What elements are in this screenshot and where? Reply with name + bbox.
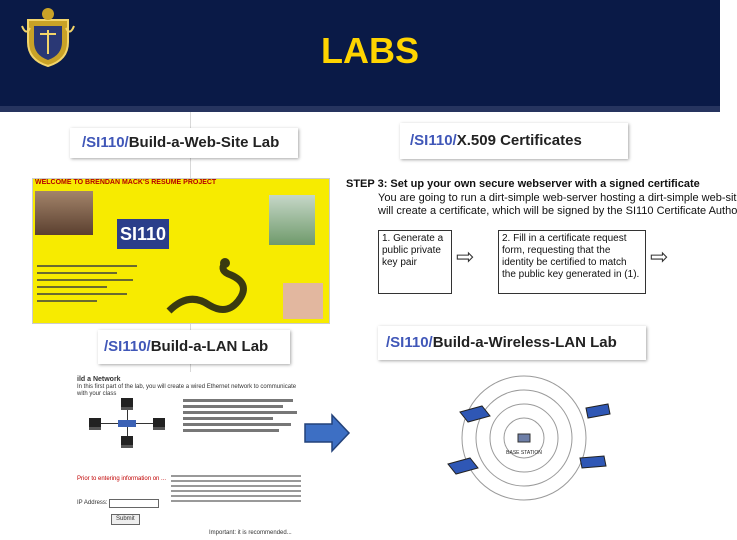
lab-name: Build-a-Web-Site Lab xyxy=(128,134,280,151)
lab-name: X.509 Certificates xyxy=(456,132,582,149)
website-text-lines xyxy=(37,265,147,307)
lab-prefix: /SI110/ xyxy=(82,134,129,151)
computer-icon xyxy=(89,418,101,430)
lan-bottom-note: Important: it is recommended... xyxy=(209,530,292,536)
computer-icon xyxy=(153,418,165,430)
header-band xyxy=(0,106,720,112)
website-screenshot: WELCOME TO BRENDAN MACK'S RESUME PROJECT… xyxy=(32,178,330,324)
computer-icon xyxy=(121,398,133,410)
website-family-photo xyxy=(269,195,315,245)
lan-ip-table xyxy=(171,472,301,512)
lan-warning-text: Prior to entering information on ... xyxy=(77,476,167,482)
lab-title-web[interactable]: /SI110/Build-a-Web-Site Lab xyxy=(70,128,298,158)
network-cable xyxy=(127,427,128,436)
x509-desc-line: You are going to run a dirt-simple web-s… xyxy=(378,192,737,204)
network-cable xyxy=(136,423,153,424)
center-divider xyxy=(190,112,191,540)
lab-prefix: /SI110/ xyxy=(386,334,433,351)
x509-step-box-1: 1. Generate a public private key pair xyxy=(378,230,452,294)
base-station-label: BASE STATION xyxy=(506,450,542,456)
website-logo: SI110 xyxy=(117,219,169,249)
lab-title-wlan[interactable]: /SI110/Build-a-Wireless-LAN Lab xyxy=(378,326,646,360)
lan-ip-label: IP Address: xyxy=(77,500,108,506)
slide-title: LABS xyxy=(321,30,419,71)
lan-submit-button[interactable]: Submit xyxy=(111,514,140,525)
lan-heading: ild a Network xyxy=(77,376,121,383)
lan-steps-text xyxy=(183,396,301,435)
lan-ip-input[interactable] xyxy=(109,499,159,508)
arrow-right-icon: ⇨ xyxy=(456,244,475,269)
network-cable xyxy=(127,410,128,420)
arrow-right-icon: ⇨ xyxy=(650,244,669,269)
x509-step-box-2: 2. Fill in a certificate request form, r… xyxy=(498,230,646,294)
slide-header: LABS xyxy=(0,0,720,112)
lab-name: Build-a-LAN Lab xyxy=(150,338,269,355)
academy-crest-icon xyxy=(21,8,75,68)
x509-step-heading: STEP 3: Set up your own secure webserver… xyxy=(346,178,700,190)
x509-description: You are going to run a dirt-simple web-s… xyxy=(378,192,737,218)
lab-title-lan[interactable]: /SI110/Build-a-LAN Lab xyxy=(98,330,290,364)
lab-prefix: /SI110/ xyxy=(410,132,457,149)
website-baby-photo xyxy=(283,283,323,319)
lab-title-x509[interactable]: /SI110/X.509 Certificates xyxy=(400,123,628,159)
lan-intro: In this first part of the lab, you will … xyxy=(77,384,297,397)
computer-icon xyxy=(121,436,133,448)
lan-lab-document: ild a Network In this first part of the … xyxy=(73,372,303,540)
wireless-network-diagram: BASE STATION xyxy=(424,374,620,501)
website-banner: WELCOME TO BRENDAN MACK'S RESUME PROJECT xyxy=(35,179,217,186)
network-cable xyxy=(101,423,118,424)
arrow-right-icon xyxy=(304,413,351,453)
website-photo xyxy=(35,191,93,235)
x509-instructions: STEP 3: Set up your own secure webserver… xyxy=(346,178,737,318)
switch-icon xyxy=(118,420,136,427)
x509-desc-line: will create a certificate, which will be… xyxy=(378,205,737,217)
lab-prefix: /SI110/ xyxy=(104,338,151,355)
lab-name: Build-a-Wireless-LAN Lab xyxy=(432,334,617,351)
gadsden-snake-icon xyxy=(166,258,247,314)
